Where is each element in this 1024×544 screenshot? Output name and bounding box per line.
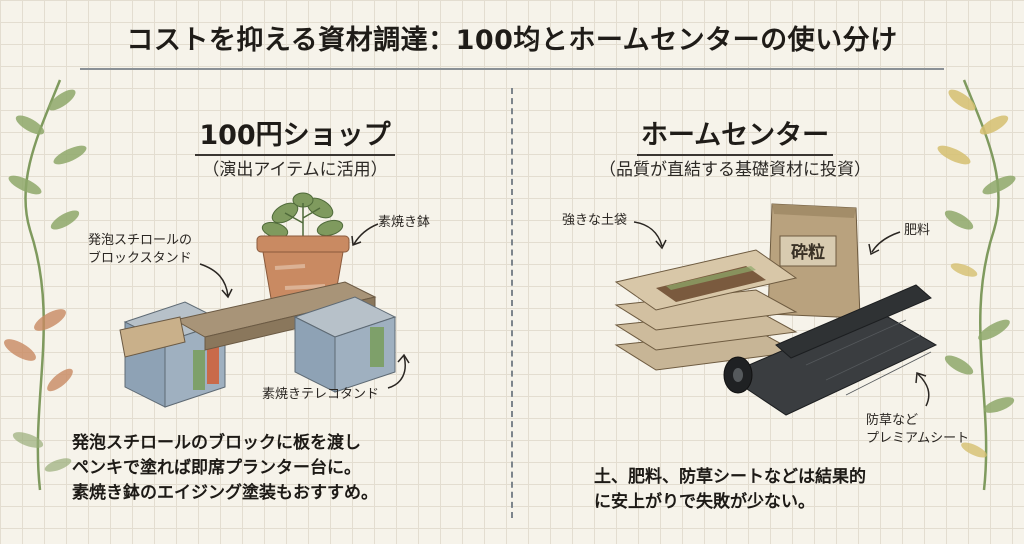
left-description: 発泡スチロールのブロックに板を渡し ペンキで塗れば即席プランター台に。 素焼き鉢… — [72, 433, 378, 503]
soil-bag-label: 強きな土袋 — [562, 213, 628, 228]
arrow-icon — [868, 231, 901, 256]
right-heading: ホームセンター — [530, 113, 940, 156]
arrow-icon — [387, 353, 410, 389]
pot-label: 素焼き鉢 — [378, 215, 431, 230]
arrow-icon — [351, 223, 379, 247]
block-stand-icon — [119, 281, 397, 408]
terracotta-label: 素焼きテレコタンド — [262, 387, 380, 402]
fertilizer-bag-text: 砕粒 — [791, 242, 825, 263]
fertilizer-label: 肥料 — [904, 223, 931, 238]
title-underline — [80, 68, 944, 70]
arrow-icon — [633, 221, 667, 250]
arrow-icon — [199, 263, 233, 299]
right-description: 土、肥料、防草シートなどは結果的 に安上がりで失敗が少ない。 — [594, 467, 866, 512]
arrow-icon — [915, 371, 930, 407]
foliage-right-icon — [937, 79, 1016, 491]
left-subheading: （演出アイテムに活用） — [202, 160, 388, 180]
soil-bags-icon — [614, 249, 798, 371]
weed-sheet-icon — [723, 284, 938, 416]
center-divider — [511, 88, 513, 518]
foliage-left-icon — [4, 79, 87, 491]
styrofoam-label: 発泡スチロールの ブロックスタンド — [88, 233, 193, 266]
left-heading: 100円ショップ — [90, 113, 500, 156]
fertilizer-bag-icon: 砕粒 — [767, 203, 861, 319]
weed-sheet-label: 防草など プレミアムシート — [866, 413, 970, 446]
right-subheading: （品質が直結する基礎資材に投資） — [599, 160, 871, 180]
page-title: コストを抑える資材調達：100均とホームセンターの使い分け — [126, 25, 898, 56]
